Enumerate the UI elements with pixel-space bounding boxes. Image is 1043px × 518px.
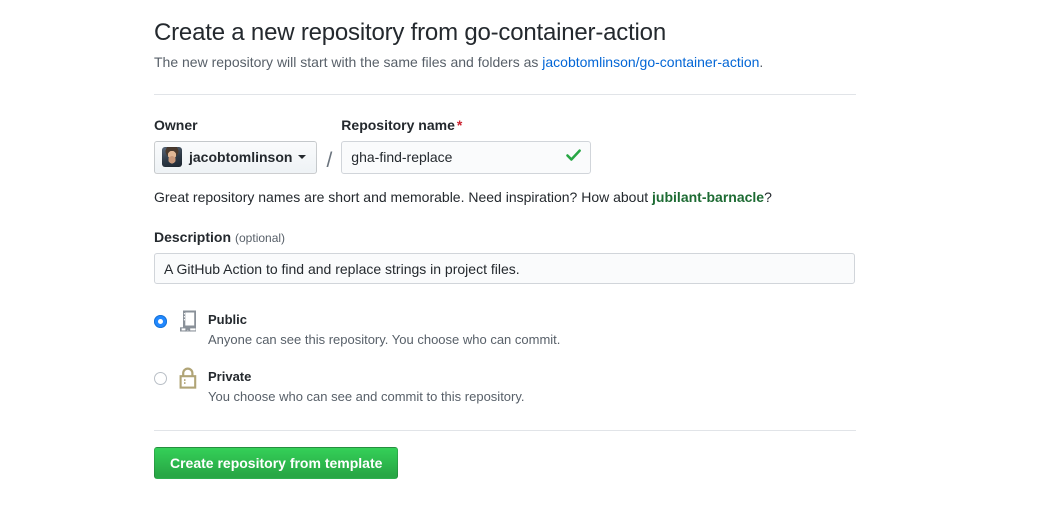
page-title: Create a new repository from go-containe… xyxy=(154,19,666,46)
repository-name-label: Repository name* xyxy=(341,117,591,134)
owner-name: jacobtomlinson xyxy=(189,149,293,166)
page-subtitle: The new repository will start with the s… xyxy=(154,52,856,73)
create-repository-button[interactable]: Create repository from template xyxy=(154,446,399,479)
lock-icon xyxy=(179,367,197,389)
visibility-private-title: Private xyxy=(208,369,252,385)
visibility-options: Public Anyone can see this repository. Y… xyxy=(154,310,856,407)
visibility-option-private[interactable]: Private You choose who can see and commi… xyxy=(154,367,856,407)
owner-repo-separator: / xyxy=(326,148,333,172)
subtitle-prefix: The new repository will start with the s… xyxy=(154,54,543,70)
visibility-option-public[interactable]: Public Anyone can see this repository. Y… xyxy=(154,310,856,350)
form-container: Create a new repository from go-containe… xyxy=(154,18,856,479)
radio-private[interactable] xyxy=(154,372,167,386)
description-input[interactable] xyxy=(154,253,855,285)
submit-divider xyxy=(154,429,856,431)
suggested-name: jubilant-barnacle xyxy=(652,188,765,205)
radio-public[interactable] xyxy=(154,315,167,329)
repository-name-row: Owner jacobtomlinson / Repository name* xyxy=(154,117,856,174)
hint-suffix: ? xyxy=(764,188,772,205)
description-label: Description(optional) xyxy=(154,229,856,246)
repository-name-input[interactable] xyxy=(341,140,592,174)
description-optional-note: (optional) xyxy=(235,231,286,246)
visibility-public-description: Anyone can see this repository. You choo… xyxy=(208,332,561,348)
subtitle-suffix: . xyxy=(759,54,764,70)
header-divider xyxy=(154,94,856,95)
repository-name-input-wrapper xyxy=(341,140,592,174)
repo-book-icon xyxy=(179,310,197,332)
repository-name-label-text: Repository name xyxy=(341,117,455,133)
visibility-private-description: You choose who can see and commit to thi… xyxy=(208,389,525,405)
required-asterisk: * xyxy=(456,117,463,133)
hint-prefix: Great repository names are short and mem… xyxy=(154,188,653,205)
repository-name-field: Repository name* xyxy=(341,117,592,174)
owner-label: Owner xyxy=(154,117,198,133)
visibility-private-text: Private You choose who can see and commi… xyxy=(208,367,525,407)
visibility-public-text: Public Anyone can see this repository. Y… xyxy=(208,310,560,350)
template-repository-link[interactable]: jacobtomlinson/go-container-action xyxy=(542,54,760,70)
caret-down-icon xyxy=(298,155,307,160)
user-avatar-photo-icon xyxy=(162,147,182,168)
owner-field: Owner jacobtomlinson xyxy=(154,117,318,174)
visibility-public-title: Public xyxy=(208,312,248,328)
description-field: Description(optional) xyxy=(154,229,856,285)
description-label-text: Description xyxy=(154,229,232,246)
repository-name-hint: Great repository names are short and mem… xyxy=(154,188,856,208)
owner-dropdown[interactable]: jacobtomlinson xyxy=(154,140,318,174)
